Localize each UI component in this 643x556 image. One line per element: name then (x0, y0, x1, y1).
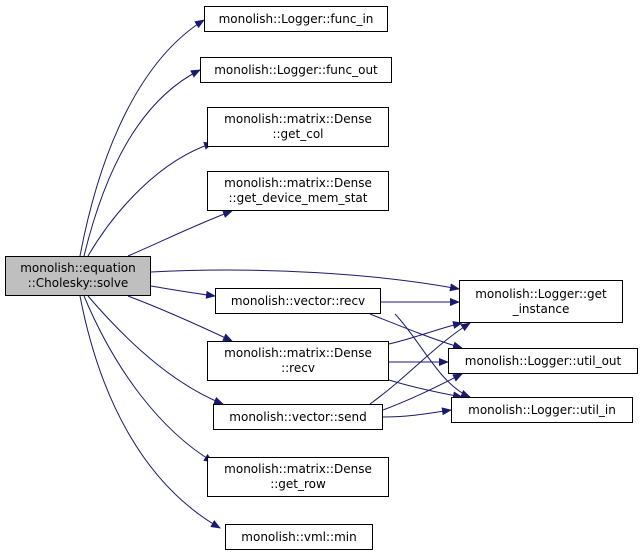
node-label-line: monolish::vector::recv (230, 293, 366, 308)
node-label-line: _instance (512, 301, 570, 316)
node-vml-min[interactable]: monolish::vml::min (225, 524, 373, 550)
edge-vector-send-to-logger-get-instance (369, 322, 471, 405)
node-label-line: monolish::Logger::func_in (218, 11, 374, 26)
node-logger-get-instance[interactable]: monolish::Logger::get_instance (459, 280, 623, 323)
edge-cholesky-solve-to-vector-send (87, 295, 224, 405)
node-label-line: monolish::matrix::Dense (224, 346, 372, 360)
edge-cholesky-solve-to-dense-recv (127, 295, 233, 342)
node-logger-util-out[interactable]: monolish::Logger::util_out (448, 348, 638, 374)
node-dense-recv[interactable]: monolish::matrix::Dense::recv (207, 341, 389, 381)
node-logger-util-in[interactable]: monolish::Logger::util_in (451, 397, 633, 423)
node-label-line: monolish::vml::min (241, 529, 357, 544)
node-label-line: ::get_device_mem_stat (228, 191, 368, 205)
node-label-line: monolish::matrix::Dense (224, 176, 372, 190)
node-label-line: monolish::Logger::util_in (468, 402, 616, 417)
node-label-line: monolish::matrix::Dense (224, 462, 372, 476)
node-logger-func-in[interactable]: monolish::Logger::func_in (204, 6, 388, 32)
node-label-line: monolish::Logger::util_out (464, 353, 622, 368)
node-logger-func-out[interactable]: monolish::Logger::func_out (200, 57, 392, 83)
node-vector-recv[interactable]: monolish::vector::recv (215, 288, 381, 314)
node-dense-get-col[interactable]: monolish::matrix::Dense::get_col (207, 107, 389, 147)
edge-vector-recv-to-logger-util-out (369, 313, 463, 350)
edge-cholesky-solve-to-vector-recv (150, 285, 216, 299)
node-label-line: monolish::Logger::func_out (214, 62, 378, 77)
node-label-line: ::get_col (272, 127, 324, 141)
edge-cholesky-solve-to-dense-get-device-mem-stat (127, 210, 233, 257)
edge-cholesky-solve-to-dense-get-col (87, 141, 214, 257)
node-label-line: ::recv (281, 361, 315, 375)
edge-vector-send-to-logger-util-out (382, 373, 463, 411)
node-dense-get-row[interactable]: monolish::matrix::Dense::get_row (207, 457, 389, 497)
edge-cholesky-solve-to-vml-min (79, 295, 221, 529)
edge-dense-recv-to-logger-get-instance (388, 321, 463, 345)
node-cholesky-solve[interactable]: monolish::equation::Cholesky::solve (5, 256, 151, 296)
node-label-line: ::get_row (270, 477, 326, 491)
edge-dense-recv-to-logger-util-in (388, 379, 463, 400)
node-label-line: monolish::vector::send (229, 409, 367, 424)
edge-vector-send-to-logger-util-in (382, 407, 452, 418)
edge-cholesky-solve-to-logger-get-instance (150, 269, 460, 292)
node-label-line: ::Cholesky::solve (27, 276, 129, 290)
edge-layer (79, 19, 471, 529)
node-dense-get-device-mem-stat[interactable]: monolish::matrix::Dense::get_device_mem_… (207, 171, 389, 211)
node-label-line: monolish::equation (20, 261, 136, 275)
edge-cholesky-solve-to-logger-func-out (83, 69, 201, 257)
node-label-line: monolish::matrix::Dense (224, 112, 372, 126)
node-vector-send[interactable]: monolish::vector::send (213, 404, 383, 430)
node-label-line: monolish::Logger::get (475, 286, 607, 301)
edge-cholesky-solve-to-logger-func-in (79, 19, 205, 257)
edge-cholesky-solve-to-dense-get-row (83, 295, 214, 463)
